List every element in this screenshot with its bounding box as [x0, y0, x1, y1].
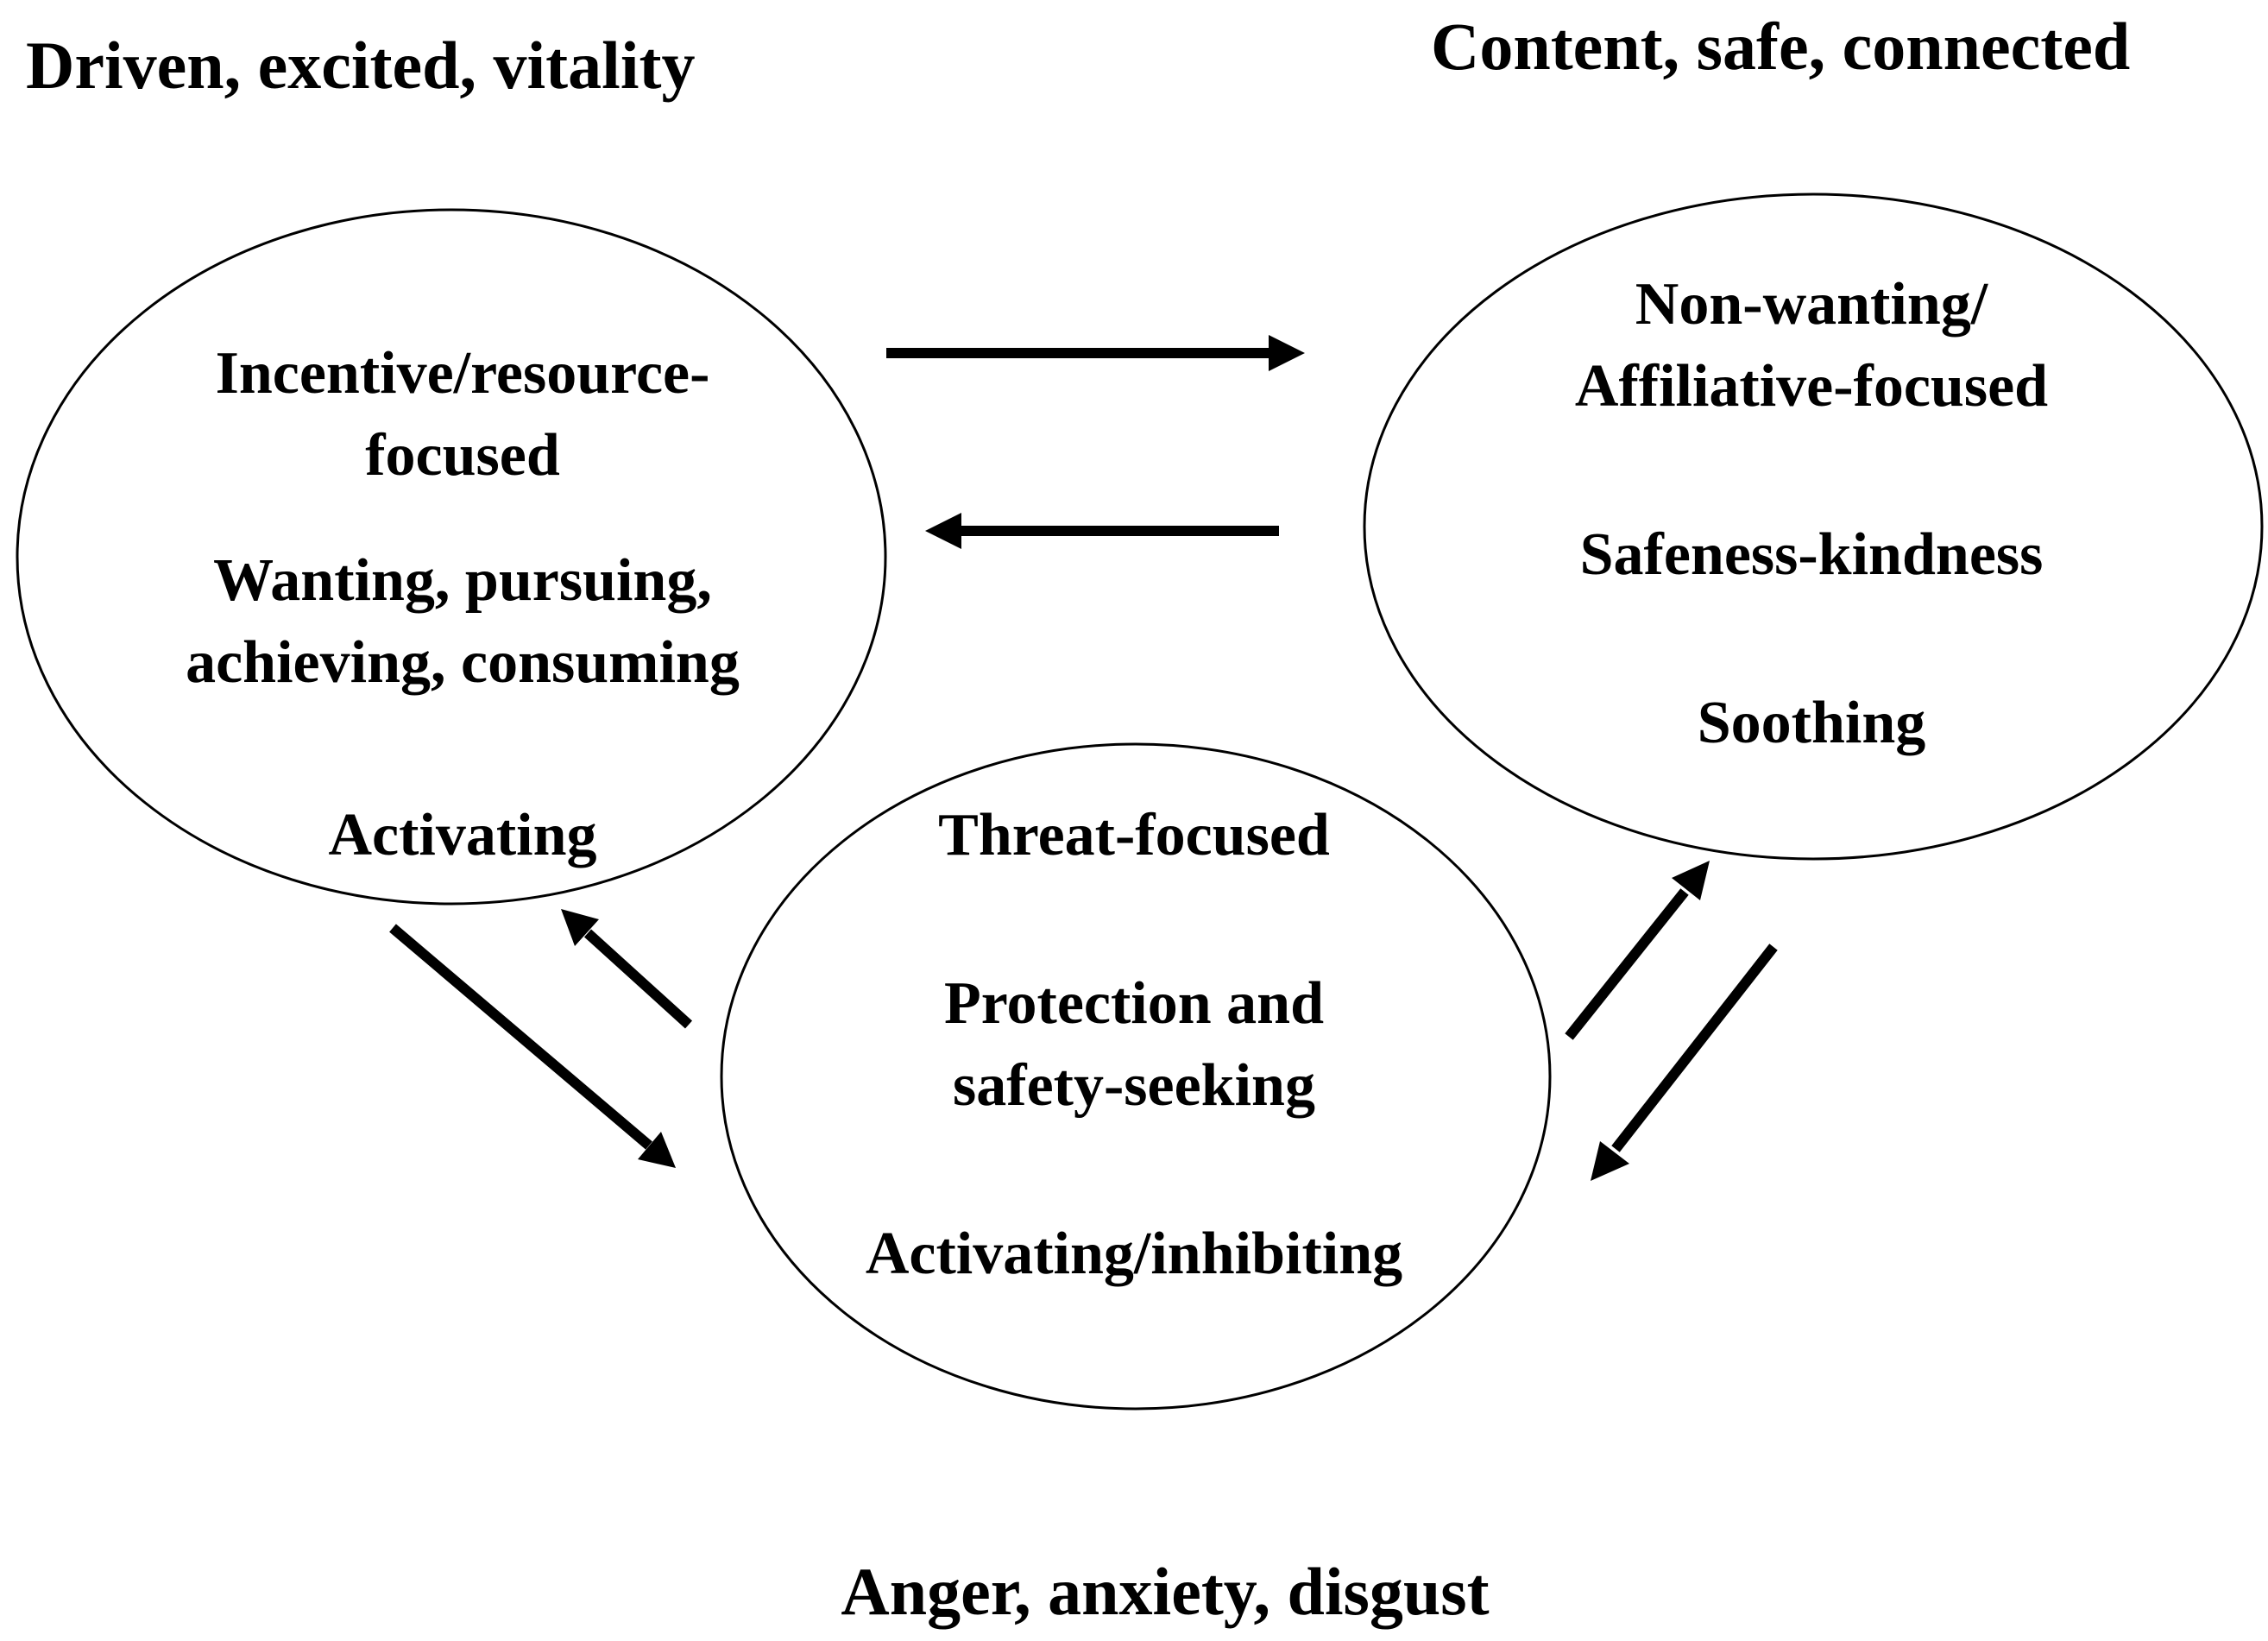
threat-focus-label: Threat-focused [938, 802, 1330, 868]
drive-focus-line1: Incentive/resource- [216, 340, 710, 407]
drive-behaviour-line1: Wanting, pursuing, [213, 547, 712, 614]
soothing-focus-line1: Non-wanting/ [1635, 271, 1989, 338]
drive-focus-line2: focused [365, 422, 560, 489]
drive-system-ellipse [16, 208, 887, 906]
drive-behaviour-line2: achieving, consuming [186, 629, 740, 696]
threat-behaviour-line1: Protection and [944, 970, 1324, 1037]
threat-system-ellipse [720, 742, 1552, 1411]
top-left-label: Driven, excited, vitality [26, 28, 695, 103]
drive-arousal-label: Activating [328, 802, 596, 868]
bottom-label: Anger, anxiety, disgust [841, 1554, 1489, 1629]
soothing-safeness-label: Safeness-kindness [1580, 521, 2044, 588]
soothing-focus-line2: Affiliative-focused [1575, 353, 2048, 420]
soothing-arousal-label: Soothing [1698, 690, 1926, 756]
arrow-drive-to-threat [389, 924, 676, 1168]
arrow-soothing-to-drive [925, 513, 1279, 549]
soothing-system-ellipse [1363, 193, 2264, 861]
arrow-threat-to-soothing [1565, 861, 1710, 1040]
arrow-drive-to-soothing [886, 335, 1305, 371]
threat-arousal-label: Activating/inhibiting [866, 1221, 1402, 1287]
arrow-soothing-to-threat [1591, 944, 1778, 1181]
top-right-label: Content, safe, connected [1431, 9, 2130, 84]
threat-behaviour-line2: safety-seeking [953, 1052, 1315, 1119]
arrow-threat-to-drive [561, 909, 693, 1029]
